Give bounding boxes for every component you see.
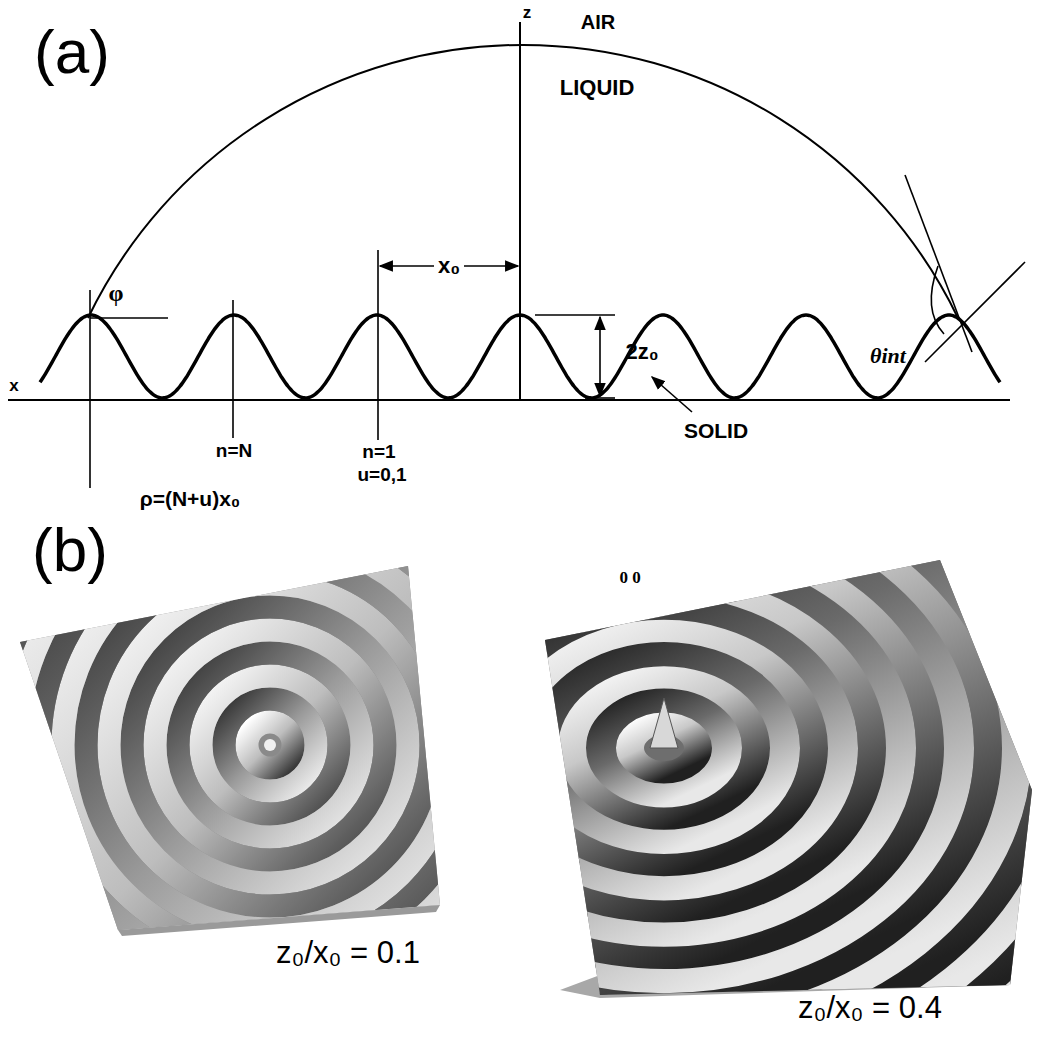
- ring-trough: [0, 469, 546, 1021]
- position-label: ρ=(N+u)x₀: [140, 488, 241, 509]
- ring-crest: [456, 582, 872, 915]
- angle-arc: [931, 266, 944, 334]
- slab-edge: [118, 905, 440, 936]
- ring-centre: [264, 739, 276, 751]
- parameter-label: z₀/x₀ = 0.4: [798, 992, 942, 1023]
- ring-crest: [224, 396, 1045, 1048]
- ring-trough: [253, 419, 1045, 1048]
- phi-reference-line: [90, 317, 168, 319]
- index-label: u=0,1: [357, 465, 406, 484]
- drop-profile: [88, 45, 958, 318]
- ring-crest: [247, 722, 293, 768]
- stray-text: 0 0: [619, 569, 640, 586]
- sine-curve: [40, 315, 1000, 398]
- trough-tick: [585, 397, 615, 399]
- peak-tick: [535, 314, 615, 316]
- panel-label: (b): [32, 519, 108, 581]
- region-label: SOLID: [684, 420, 748, 441]
- surface-tangent: [925, 262, 1025, 362]
- solid-leader: [652, 377, 692, 412]
- amplitude-dimension: [599, 317, 601, 396]
- rings-high-amplitude: [195, 373, 1045, 1048]
- ring-trough: [224, 699, 316, 791]
- angle-label: φ: [109, 281, 124, 305]
- ring-trough: [0, 423, 592, 1048]
- ring-crest: [398, 535, 930, 961]
- panel-label: (a): [34, 21, 110, 83]
- ring-trough: [86, 561, 454, 929]
- rho-marker: [89, 290, 91, 488]
- nN-marker: [232, 300, 234, 438]
- ring-trough: [543, 651, 785, 845]
- ring-crest: [17, 492, 523, 998]
- ring-trough: [195, 373, 1045, 1048]
- ring-crest: [0, 400, 615, 1048]
- ring-trough: [601, 698, 727, 799]
- index-label: n=N: [216, 441, 252, 460]
- ring-crest: [109, 584, 431, 906]
- ring-trough: [0, 377, 638, 1048]
- index-label: n=1: [362, 442, 395, 461]
- angle-label: θint: [870, 345, 906, 367]
- z-axis: [519, 22, 521, 400]
- region-label: LIQUID: [560, 77, 635, 99]
- ring-crest: [63, 538, 477, 952]
- ring-crest: [572, 674, 756, 821]
- axis-label: x: [9, 377, 18, 394]
- ring-crest: [340, 489, 988, 1007]
- ring-trough: [485, 605, 843, 891]
- central-peak: [650, 698, 678, 748]
- solid-surface: [40, 315, 1000, 398]
- ring-crest: [0, 446, 569, 1044]
- ring-trough: [132, 607, 408, 883]
- ring-crest: [155, 630, 385, 860]
- region-label: AIR: [581, 12, 615, 32]
- ring-trough: [178, 653, 362, 837]
- dimension-label: 2z₀: [625, 341, 658, 363]
- parameter-label: z₀/x₀ = 0.1: [276, 937, 420, 968]
- dimension-label: x₀: [434, 254, 464, 278]
- ring-crest: [201, 676, 339, 814]
- ring-crest: [514, 628, 814, 868]
- x-axis: [8, 399, 1010, 401]
- ring-trough: [369, 512, 959, 984]
- n1-marker: [377, 250, 379, 440]
- ring-trough: [427, 558, 901, 937]
- axis-label: z: [523, 4, 532, 21]
- ring-trough: [40, 515, 500, 975]
